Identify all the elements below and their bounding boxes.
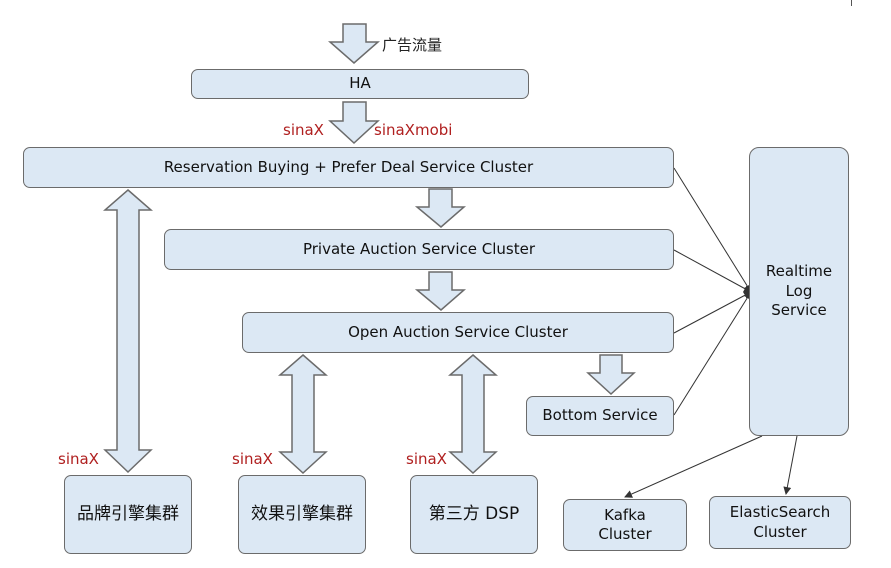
dsp-double-arrow — [447, 354, 499, 475]
brand-engine-label: 品牌引擎集群 — [77, 504, 179, 525]
private-auction-label: Private Auction Service Cluster — [302, 239, 536, 258]
open-to-bottom-arrow — [586, 354, 636, 396]
third-party-dsp-label: 第三方 DSP — [428, 504, 520, 525]
elasticsearch-line-1: ElasticSearch — [729, 503, 831, 521]
realtime-log-line-1: Realtime — [765, 262, 833, 281]
third-party-dsp-box: 第三方 DSP — [410, 475, 538, 554]
sinax-perf-label: sinaX — [232, 450, 273, 468]
perf-engine-label: 效果引擎集群 — [251, 504, 353, 525]
brand-engine-box: 品牌引擎集群 — [64, 475, 192, 554]
realtime-log-line-3: Service — [771, 301, 827, 320]
channel-sinax-label: sinaX — [283, 121, 324, 139]
realtime-log-line-2: Log — [785, 281, 813, 300]
perf-double-arrow — [277, 354, 329, 475]
perf-engine-box: 效果引擎集群 — [238, 475, 366, 554]
bottom-service-box: Bottom Service — [526, 396, 674, 436]
traffic-arrow — [328, 23, 380, 64]
sinax-dsp-label: sinaX — [406, 450, 447, 468]
ha-label: HA — [349, 74, 371, 93]
channel-sinaxmobi-label: sinaXmobi — [374, 121, 453, 139]
reservation-cluster-box: Reservation Buying + Prefer Deal Service… — [23, 147, 674, 188]
reservation-to-private-arrow — [414, 188, 467, 228]
reservation-to-log-line — [673, 167, 752, 293]
private-to-open-arrow — [414, 271, 467, 311]
kafka-line-2: Cluster — [598, 525, 652, 543]
ha-to-reservation-arrow — [328, 101, 380, 145]
elasticsearch-line-2: Cluster — [753, 522, 807, 541]
realtime-log-service-box: Realtime Log Service — [749, 147, 849, 436]
open-auction-label: Open Auction Service Cluster — [348, 322, 568, 341]
private-auction-box: Private Auction Service Cluster — [164, 229, 674, 270]
private-to-log-line — [673, 249, 752, 293]
log-to-es-line — [783, 435, 798, 495]
kafka-line-1: Kafka — [604, 505, 646, 524]
kafka-cluster-box: Kafka Cluster — [563, 499, 687, 551]
traffic-label: 广告流量 — [382, 36, 443, 54]
log-to-kafka-line — [624, 435, 763, 498]
brand-double-arrow — [102, 189, 154, 474]
ha-box: HA — [191, 69, 529, 99]
corner-tick — [851, 0, 852, 6]
bottom-service-label: Bottom Service — [542, 406, 658, 425]
open-auction-box: Open Auction Service Cluster — [242, 312, 674, 353]
bottom-to-log-line — [673, 291, 752, 416]
sinax-brand-label: sinaX — [58, 450, 99, 468]
elasticsearch-cluster-box: ElasticSearch Cluster — [709, 496, 851, 549]
open-to-log-line — [673, 291, 752, 334]
reservation-cluster-label: Reservation Buying + Prefer Deal Service… — [163, 157, 534, 176]
